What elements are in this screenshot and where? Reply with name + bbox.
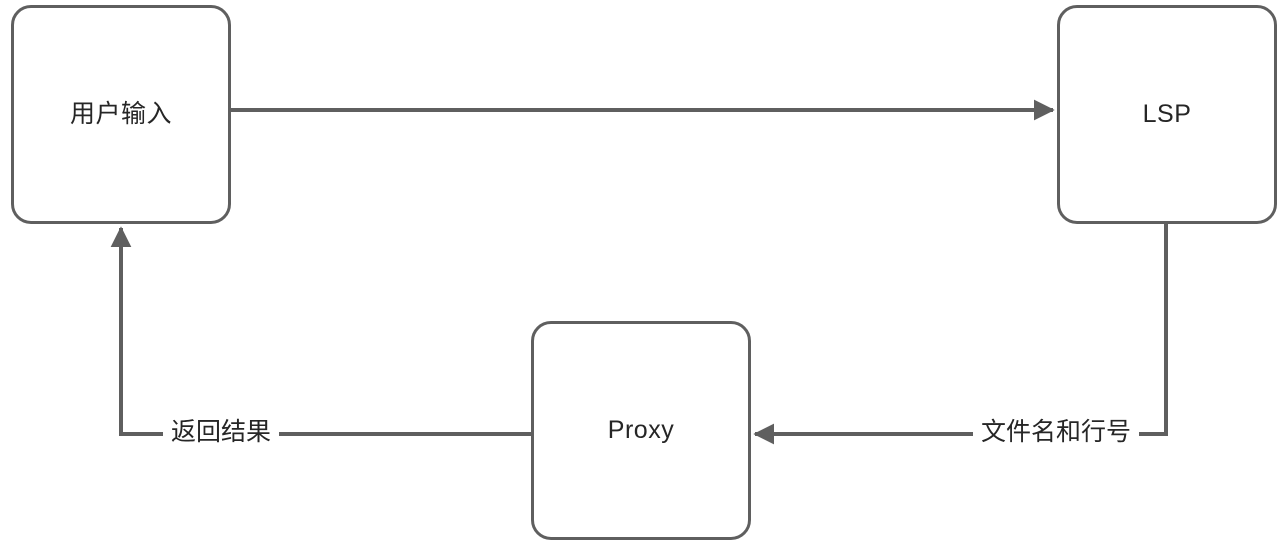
node-user-input-label: 用户输入 [69,100,172,128]
node-proxy-label: Proxy [607,416,675,444]
node-lsp[interactable]: LSP [1057,5,1277,224]
connector-proxy-to-user-input [110,226,531,436]
node-lsp-label: LSP [1142,100,1192,128]
edge-label-return-result: 返回结果 [163,420,280,445]
edge-label-filename-and-line: 文件名和行号 [973,420,1140,445]
node-proxy[interactable]: Proxy [531,321,751,540]
node-user-input[interactable]: 用户输入 [11,5,231,224]
connector-lsp-to-proxy [753,224,1168,445]
